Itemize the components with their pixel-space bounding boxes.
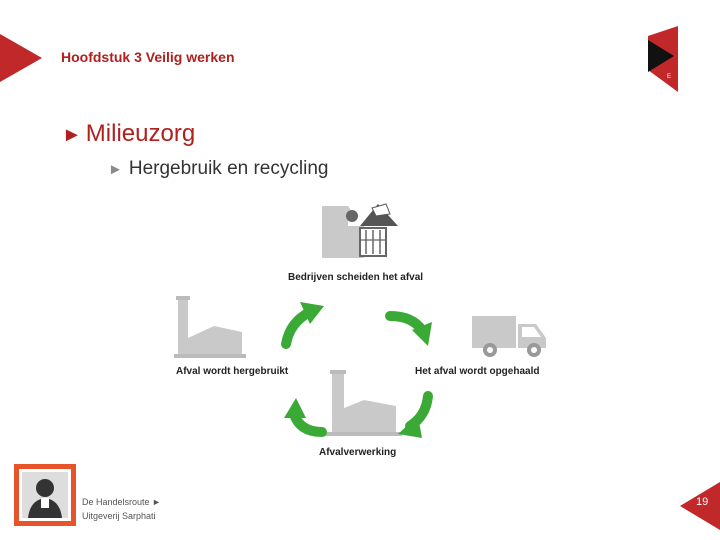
page-number-badge [680,482,720,530]
corner-triangle-decoration [0,34,42,82]
page-heading: ►Milieuzorg [62,120,195,148]
factory-reuse-icon [174,296,246,358]
cycle-arrow-icon [284,398,327,437]
heading-text: Milieuzorg [85,120,196,147]
chapter-title: Hoofdstuk 3 Veilig werken [61,49,235,65]
bullet-arrow-icon: ► [108,161,123,178]
cycle-arrow-icon [281,302,324,349]
bullet-item-text: Hergebruik en recycling [128,158,329,179]
publisher-name: De Handelsroute ► [82,497,161,507]
cycle-step-label: Bedrijven scheiden het afval [288,272,424,283]
bullet-item: ► Hergebruik en recycling [108,158,328,180]
bullet-arrow-icon: ► [62,124,82,146]
recycling-cycle-diagram [174,203,546,438]
cycle-arrow-icon [385,311,432,346]
factory-sorting-icon [322,203,398,258]
processing-plant-icon [324,370,402,436]
truck-icon [472,316,546,357]
cycle-step-label: Afval wordt hergebruikt [176,366,289,377]
page-number: 19 [696,496,709,508]
publisher-imprint: Uitgeverij Sarphati [82,511,156,521]
brand-logo-letter: E [667,74,671,80]
cycle-step-label: Afvalverwerking [319,447,397,458]
publisher-logo [14,464,76,526]
cycle-arrow-icon [398,391,433,438]
cycle-step-label: Het afval wordt opgehaald [415,366,540,377]
brand-logo: E [648,26,678,92]
